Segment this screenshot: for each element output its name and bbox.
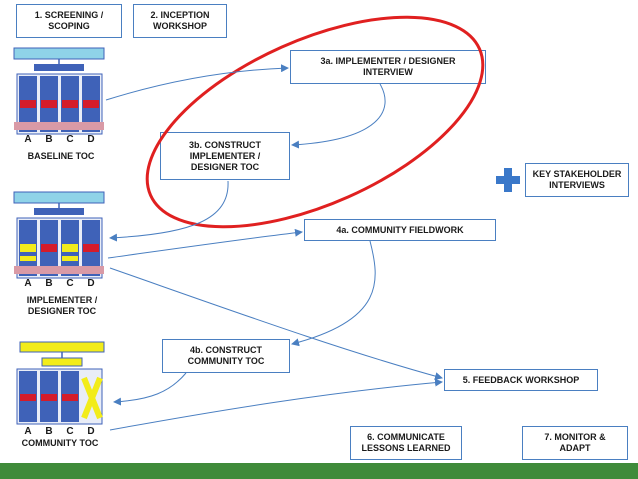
diagram-canvas: A B C D A B C D A [13, 15, 520, 437]
implementer-interview-label: 3a. IMPLEMENTER / DESIGNER INTERVIEW [320, 56, 456, 77]
baseline-col-c: C [66, 134, 73, 145]
baseline-toc-graphic: A B C D [13, 47, 105, 145]
implementer-toc-label: IMPLEMENTER / DESIGNER TOC [26, 295, 98, 316]
community-col-a: A [24, 426, 31, 437]
inception-workshop-label: 2. INCEPTION WORKSHOP [150, 10, 210, 31]
community-toc-label: COMMUNITY TOC [21, 438, 99, 448]
implementer-interview-box: 3a. IMPLEMENTER / DESIGNER INTERVIEW [290, 50, 486, 84]
highlight-ellipse [145, 15, 485, 229]
arrow-implementer-toc-to-feedback [109, 267, 443, 381]
implementer-toc-graphic: A B C D [13, 191, 105, 289]
bottom-bar [0, 463, 638, 479]
community-fieldwork-box: 4a. COMMUNITY FIELDWORK [304, 219, 496, 241]
community-col-d: D [87, 426, 94, 437]
feedback-workshop-box: 5. FEEDBACK WORKSHOP [444, 369, 598, 391]
community-col-b: B [45, 426, 52, 437]
construct-implementer-toc-box: 3b. CONSTRUCT IMPLEMENTER / DESIGNER TOC [160, 132, 290, 180]
baseline-col-b: B [45, 134, 52, 145]
key-stakeholder-label: KEY STAKEHOLDER INTERVIEWS [532, 169, 622, 190]
screening-scoping-box: 1. SCREENING / SCOPING [16, 4, 122, 38]
arrow-baseline-to-interview [105, 64, 289, 101]
implementer-col-a: A [24, 278, 31, 289]
community-toc-graphic: A B C D [16, 341, 105, 437]
construct-community-toc-box: 4b. CONSTRUCT COMMUNITY TOC [162, 339, 290, 373]
inception-workshop-box: 2. INCEPTION WORKSHOP [133, 4, 227, 38]
arrow-fieldwork-to-construct-community [291, 240, 376, 347]
monitor-adapt-label: 7. MONITOR & ADAPT [544, 432, 606, 453]
community-col-c: C [66, 426, 73, 437]
implementer-col-d: D [87, 278, 94, 289]
arrow-construct-community-to-community-toc [113, 372, 187, 406]
arrow-construct-to-implementer-toc [109, 180, 229, 242]
monitor-adapt-box: 7. MONITOR & ADAPT [522, 426, 628, 460]
baseline-col-a: A [24, 134, 31, 145]
feedback-workshop-label: 5. FEEDBACK WORKSHOP [462, 374, 580, 385]
arrow-interview-to-construct [291, 83, 386, 149]
plus-icon [496, 168, 520, 192]
community-fieldwork-label: 4a. COMMUNITY FIELDWORK [336, 224, 464, 235]
implementer-col-c: C [66, 278, 73, 289]
arrow-implementer-toc-to-fieldwork [107, 228, 303, 259]
communicate-lessons-box: 6. COMMUNICATE LESSONS LEARNED [350, 426, 462, 460]
baseline-col-d: D [87, 134, 94, 145]
construct-implementer-toc-label: 3b. CONSTRUCT IMPLEMENTER / DESIGNER TOC [189, 139, 261, 172]
arrow-community-toc-to-feedback [109, 378, 443, 431]
key-stakeholder-box: KEY STAKEHOLDER INTERVIEWS [525, 163, 629, 197]
communicate-lessons-label: 6. COMMUNICATE LESSONS LEARNED [361, 432, 451, 453]
construct-community-toc-label: 4b. CONSTRUCT COMMUNITY TOC [187, 345, 265, 366]
baseline-toc-label: BASELINE TOC [27, 151, 95, 161]
screening-scoping-label: 1. SCREENING / SCOPING [34, 10, 104, 31]
implementer-col-b: B [45, 278, 52, 289]
removed-column-x-icon [81, 376, 103, 420]
